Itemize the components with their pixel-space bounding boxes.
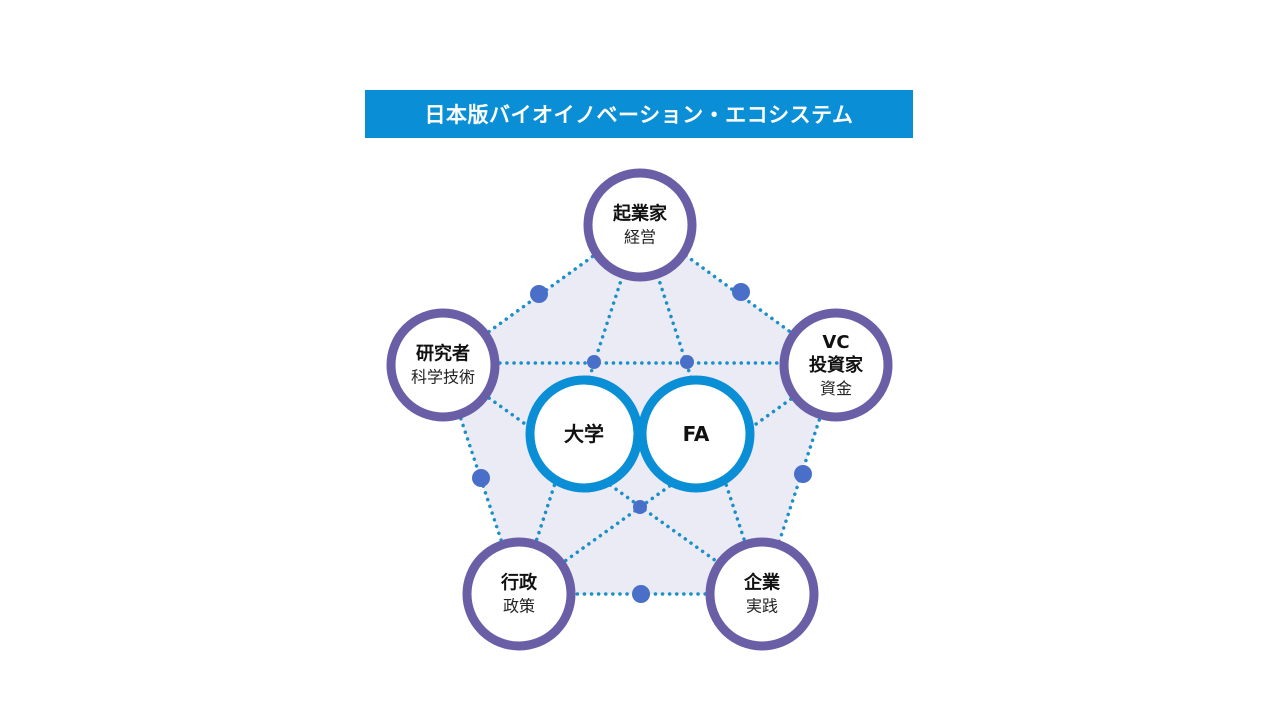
- node-ring-researcher: [386, 308, 500, 422]
- dot-crossing-bottom: [633, 500, 647, 514]
- node-ring-entrepreneur: [583, 168, 697, 282]
- connector-entrepreneur-government: [517, 220, 642, 596]
- node-ring-vc: [779, 308, 893, 422]
- dot-crossing-right: [680, 355, 694, 369]
- center-ring-overlap: [583, 375, 643, 493]
- diagram-title: 日本版バイオイノベーション・エコシステム: [365, 90, 913, 138]
- connector-researcher-company: [441, 363, 764, 596]
- dot-entrepreneur-vc: [732, 283, 750, 301]
- node-label-company: 企業: [743, 572, 781, 594]
- dot-company-government: [632, 585, 650, 603]
- node-label-entrepreneur: 起業家: [612, 203, 668, 225]
- node-sublabel-vc: 資金: [820, 379, 852, 398]
- connector-vc-government: [517, 364, 839, 596]
- node-label-vc: 投資家: [809, 354, 864, 376]
- center-label-fa: FA: [683, 422, 710, 446]
- node-sublabel-company: 実践: [746, 597, 778, 616]
- dot-crossing-left: [587, 355, 601, 369]
- node-label-vc: VC: [822, 332, 849, 353]
- dot-vc-company: [794, 465, 812, 483]
- node-sublabel-researcher: 科学技術: [411, 368, 475, 387]
- connector-entrepreneur-company: [638, 220, 764, 596]
- node-ring-government: [462, 537, 576, 651]
- center-label-university: 大学: [564, 422, 604, 446]
- node-label-researcher: 研究者: [416, 343, 470, 365]
- node-sublabel-entrepreneur: 経営: [624, 228, 656, 247]
- node-label-government: 行政: [500, 572, 538, 594]
- ecosystem-pentagon-background: [443, 222, 837, 594]
- connector-dots: [472, 283, 812, 603]
- dot-researcher-entrepreneur: [530, 285, 548, 303]
- node-ring-company: [705, 537, 819, 651]
- dot-government-researcher: [472, 469, 490, 487]
- node-sublabel-government: 政策: [503, 597, 535, 616]
